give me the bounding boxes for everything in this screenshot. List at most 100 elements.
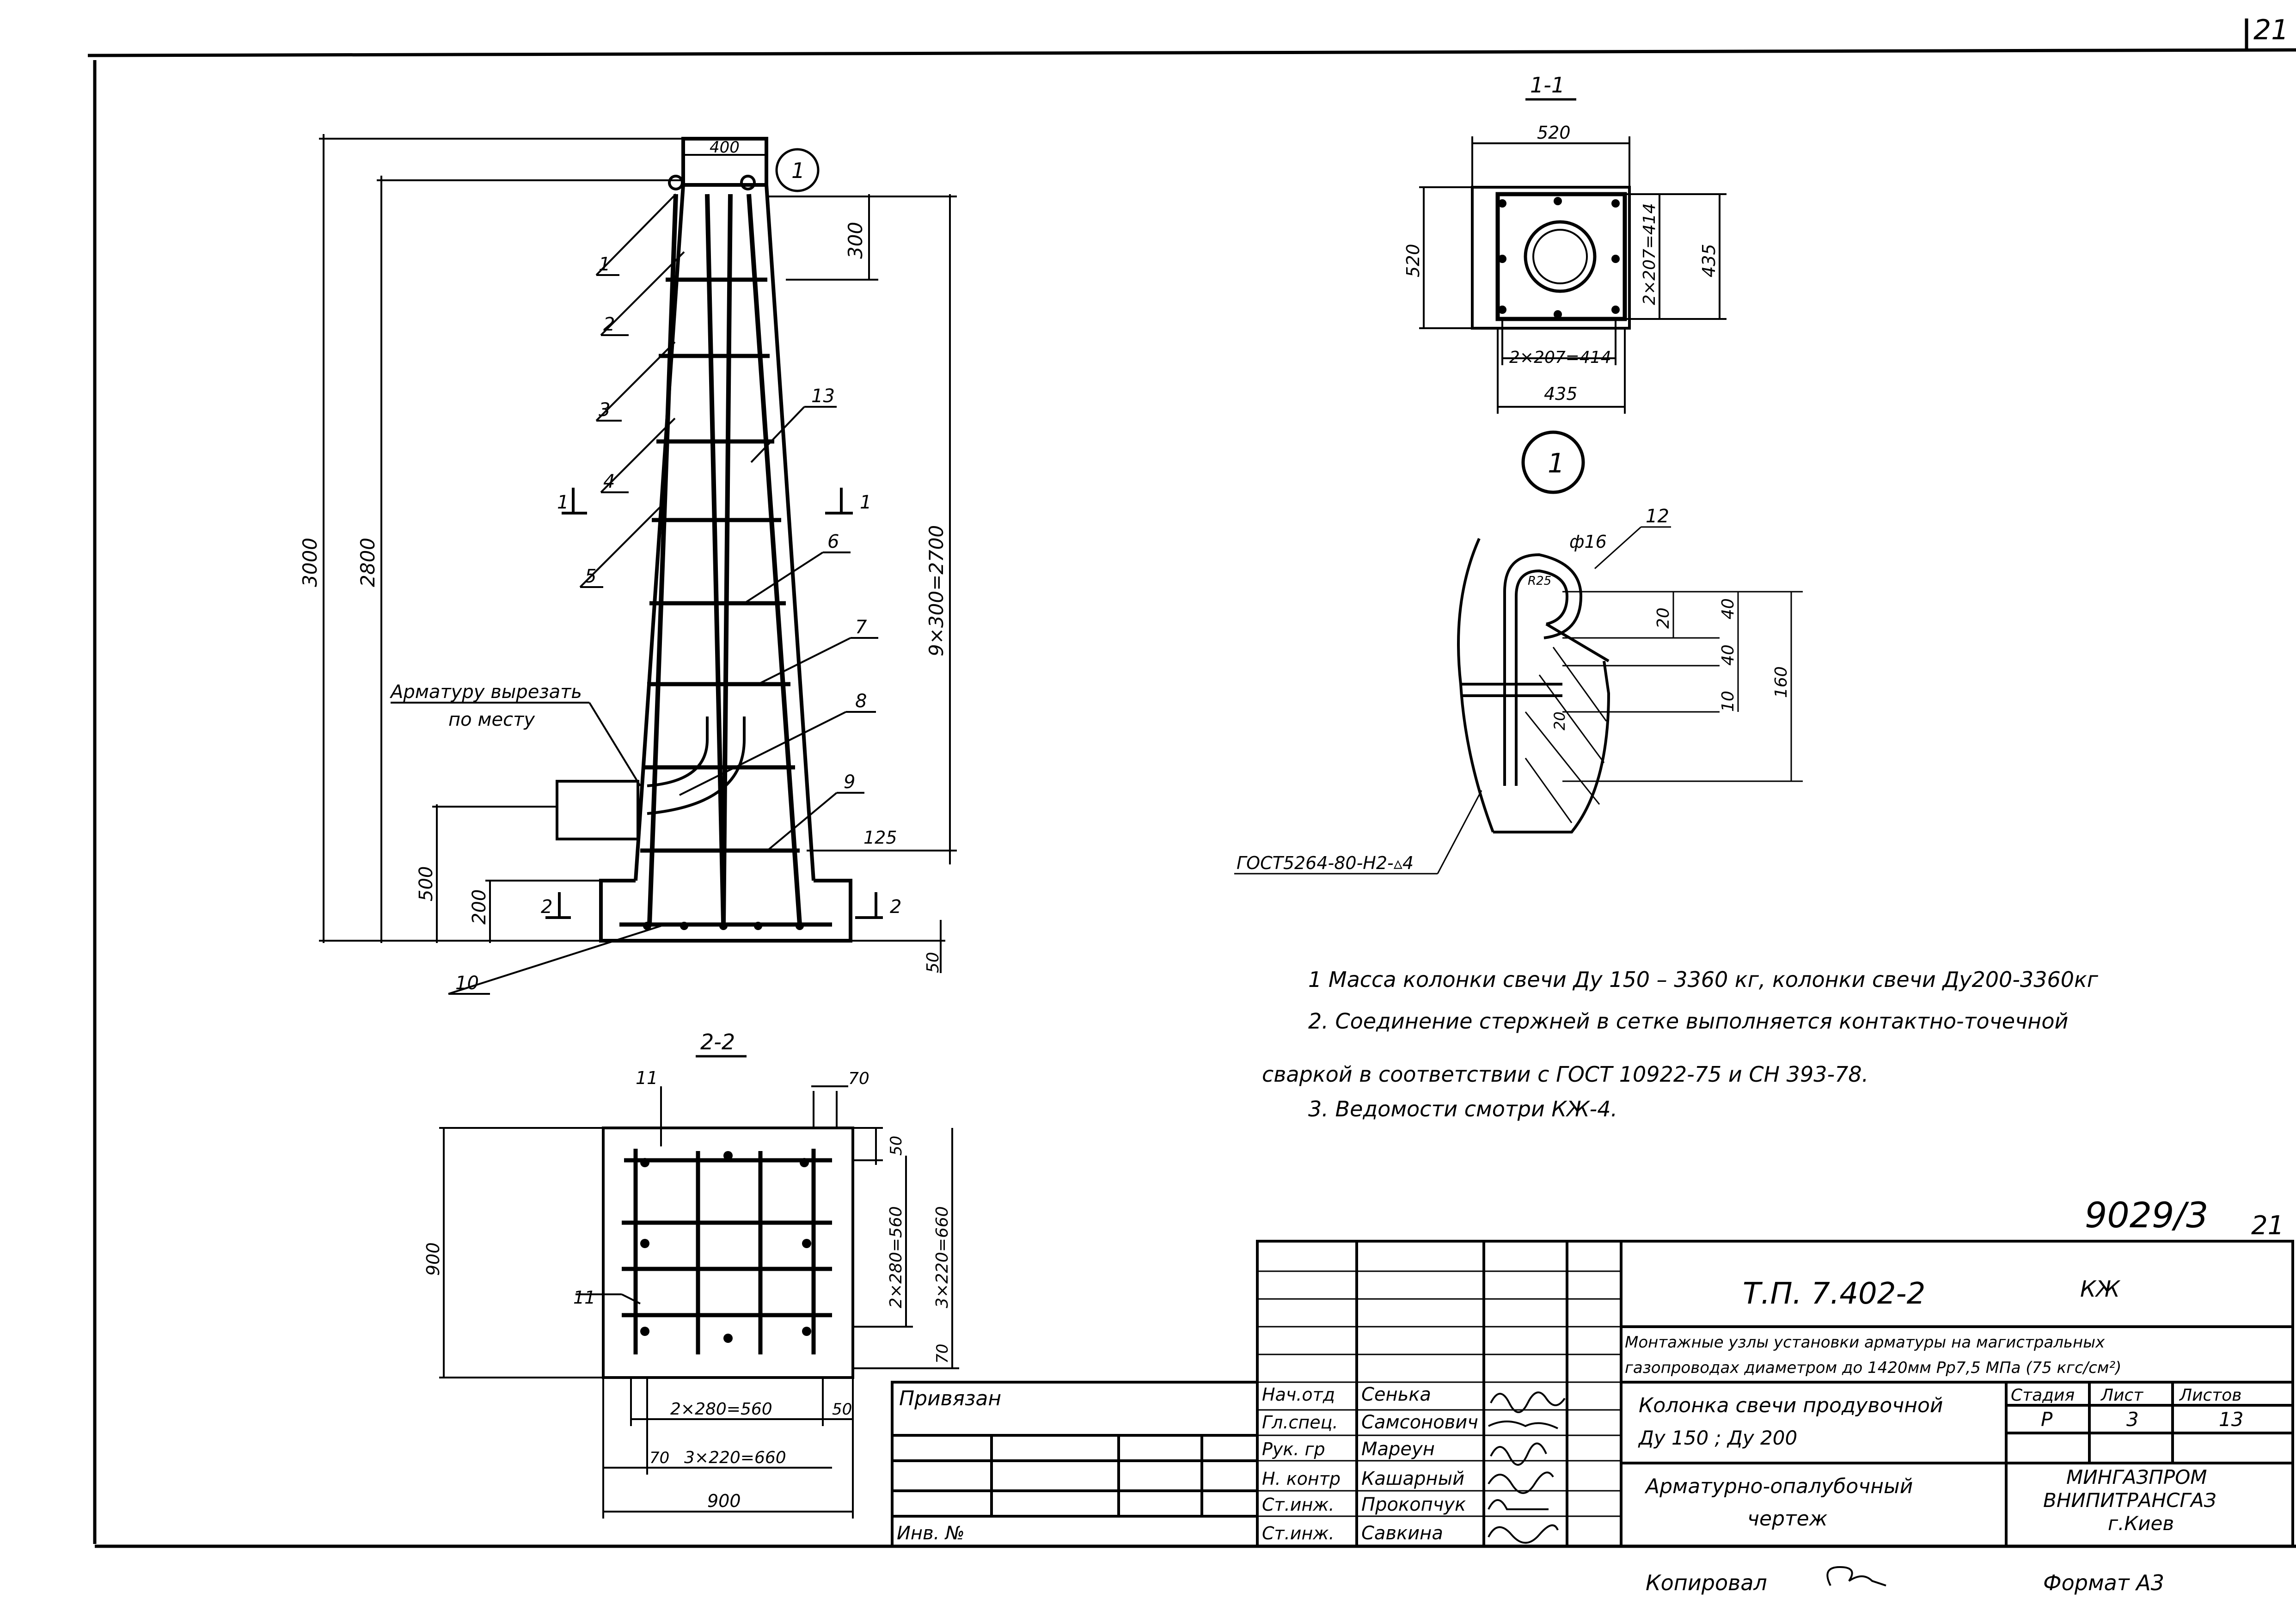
sheet-header: Лист	[2100, 1386, 2143, 1405]
copied-signature	[1826, 1566, 1886, 1586]
cut-note-line1: Арматуру вырезать	[389, 681, 582, 703]
role-2: Гл.спец.	[1262, 1412, 1338, 1433]
role-3: Рук. гр	[1262, 1439, 1325, 1459]
detail-1-weld-standard: ГОСТ5264-80-Н2-▵4	[1237, 853, 1414, 873]
detail-1-dim-20b: 20	[1551, 711, 1568, 730]
description-line1: Монтажные узлы установки арматуры на маг…	[1625, 1333, 2105, 1352]
drawing-name-line2: Ду 150 ; Ду 200	[1638, 1427, 1797, 1449]
detail-1-dim-40b: 40	[1719, 644, 1738, 666]
title-block: Привязан Инв. № Нач.отд Гл.спец. Рук. гр…	[891, 1240, 2294, 1548]
dim-spacing: 9×300=2700	[925, 525, 948, 656]
section-1-1-dim-top: 520	[1537, 122, 1571, 143]
cut-mark-1-right: 1	[860, 492, 871, 513]
detail-1-dim-40a: 40	[1719, 598, 1738, 619]
note-1: 1 Масса колонки свечи Ду 150 – 3360 кг, …	[1308, 967, 2099, 992]
dim-opening-height: 500	[416, 866, 437, 901]
section-1-1-dim-bottom: 435	[1544, 384, 1578, 404]
drawing-name-line1: Колонка свечи продувочной	[1639, 1394, 1943, 1417]
tied-label: Привязан	[899, 1387, 1001, 1410]
format-label: Формат А3	[2043, 1570, 2164, 1595]
drawing-mark: КЖ	[2080, 1276, 2121, 1302]
note-2b: сваркой в соответствии с ГОСТ 10922-75 и…	[1262, 1062, 1868, 1087]
column-elevation: 400 1 300 3000 2800 9×300=2700 500 200 1…	[299, 134, 957, 995]
section-1-1-title: 1-1	[1530, 73, 1565, 98]
leader-2: 2	[603, 314, 615, 335]
section-2-2-dim-70-bottom: 70	[649, 1449, 669, 1467]
project-code: Т.П. 7.402-2	[1743, 1277, 1925, 1311]
leader-7: 7	[855, 617, 867, 638]
dim-footing-height: 200	[469, 889, 490, 925]
detail-1-callout: 1	[1548, 447, 1565, 479]
section-2-2-title: 2-2	[700, 1029, 735, 1054]
dim-top-step: 300	[844, 222, 867, 259]
section-1-1: 1-1 520 520 2×207=414 435 2×20	[1403, 73, 1727, 414]
detail-1-radius: R25	[1528, 574, 1551, 588]
sheets-header: Листов	[2179, 1386, 2241, 1405]
sheet-value: 3	[2126, 1408, 2139, 1431]
name-6: Савкина	[1361, 1523, 1443, 1544]
signatures	[1488, 1391, 1566, 1544]
sheet-frame	[87, 18, 2296, 1548]
name-1: Сенька	[1361, 1384, 1431, 1405]
stage-header: Стадия	[2011, 1386, 2075, 1405]
leader-10: 10	[455, 973, 479, 994]
leader-5: 5	[585, 566, 596, 587]
dim-top-width: 400	[710, 138, 740, 157]
detail-1-bar-diameter: ф16	[1569, 532, 1607, 552]
inventory-number-label: Инв. №	[897, 1523, 965, 1544]
sheet-title-line1: Арматурно-опалубочный	[1644, 1475, 1913, 1498]
dim-total-height: 3000	[299, 538, 321, 587]
role-6: Ст.инж.	[1262, 1523, 1335, 1543]
name-5: Прокопчук	[1361, 1494, 1466, 1515]
leader-4: 4	[603, 471, 615, 492]
leader-9: 9	[844, 772, 855, 793]
note-2a: 2. Соединение стержней в сетке выполняет…	[1308, 1009, 2068, 1034]
name-2: Самсонович	[1361, 1412, 1478, 1433]
section-2-2-dim-left: 900	[423, 1242, 443, 1276]
cut-mark-2-left: 2	[541, 896, 552, 918]
detail-1: 1 ф16	[1234, 430, 1803, 875]
leader-6: 6	[827, 531, 839, 552]
dim-body-height: 2800	[356, 538, 379, 587]
sheet-code-suffix: 21	[2251, 1211, 2284, 1241]
section-1-1-dim-inner-right: 2×207=414	[1640, 203, 1659, 305]
section-2-2-dim-outer-side: 3×220=660	[933, 1206, 952, 1308]
detail-1-dim-160: 160	[1772, 666, 1791, 698]
top-loop-right	[740, 175, 756, 190]
detail-1-dim-10: 10	[1719, 691, 1738, 712]
notes: 1 Масса колонки свечи Ду 150 – 3360 кг, …	[1262, 967, 2099, 1121]
role-4: Н. контр	[1262, 1469, 1341, 1489]
section-1-1-dim-inner-bottom: 2×207=414	[1509, 348, 1611, 367]
cut-mark-1-left: 1	[557, 492, 569, 513]
role-5: Ст.инж.	[1262, 1494, 1335, 1515]
leader-1: 1	[599, 254, 610, 275]
top-loop-left	[668, 175, 684, 190]
section-2-2-dim-70-top: 70	[848, 1069, 869, 1088]
section-1-1-dim-right: 435	[1699, 244, 1719, 277]
role-1: Нач.отд	[1262, 1384, 1335, 1405]
detail-1-callout-circle	[1521, 430, 1585, 494]
section-2-2: 2-2	[423, 1029, 959, 1519]
leader-13: 13	[811, 386, 835, 407]
sheets-value: 13	[2219, 1408, 2243, 1431]
section-2-2-dim-inner-side: 2×280=560	[887, 1206, 906, 1308]
name-4: Кашарный	[1361, 1468, 1464, 1489]
description-line2: газопроводах диаметром до 1420мм Рр7,5 М…	[1625, 1359, 2121, 1377]
cut-mark-2-right: 2	[890, 896, 901, 918]
section-1-1-dim-left: 520	[1403, 244, 1423, 277]
node-callout: 1	[791, 158, 805, 183]
org-line3: г.Киев	[2108, 1512, 2174, 1535]
leader-3: 3	[599, 399, 610, 421]
leader-8: 8	[855, 691, 867, 712]
page-number: 21	[2253, 14, 2289, 46]
detail-1-dim-20: 20	[1654, 607, 1673, 629]
stage-value: Р	[2041, 1408, 2053, 1431]
section-2-2-dim-total-bottom: 900	[707, 1491, 741, 1511]
section-2-2-leader-11-top: 11	[636, 1068, 658, 1088]
copied-label: Копировал	[1646, 1570, 1767, 1595]
sheet-title-line2: чертеж	[1747, 1507, 1828, 1531]
cut-note-line2: по месту	[448, 709, 535, 730]
sheet-code: 9029/3	[2085, 1194, 2208, 1236]
dim-offset: 125	[863, 827, 897, 848]
